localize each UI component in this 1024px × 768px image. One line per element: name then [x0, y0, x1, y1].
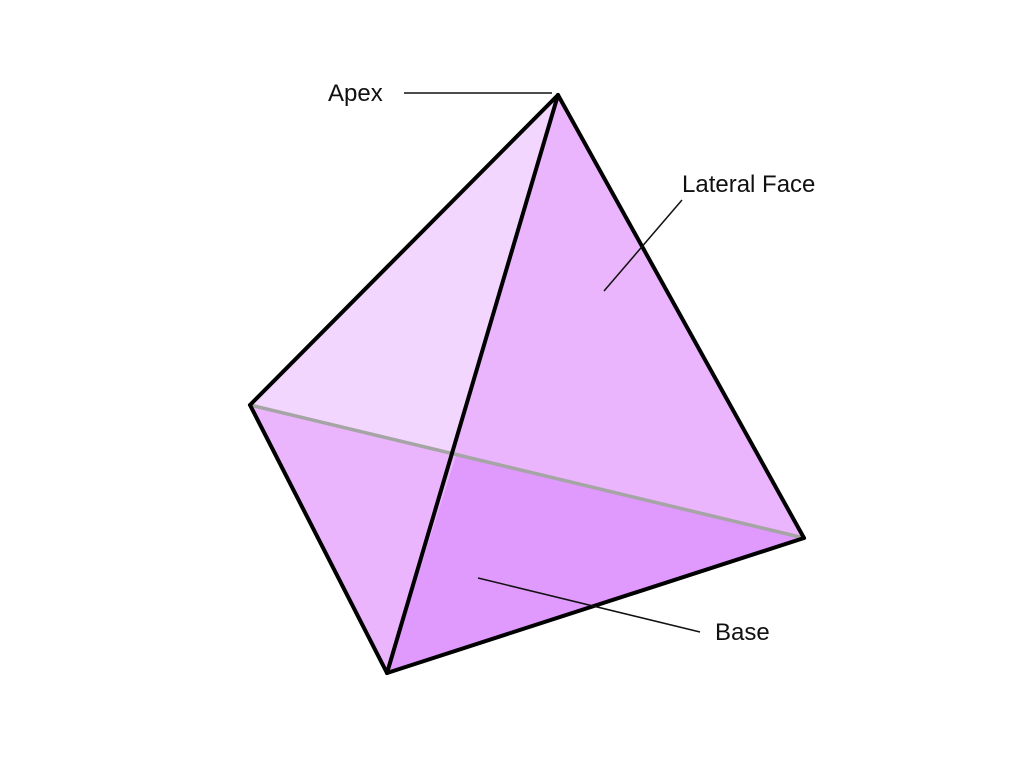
edge-apex-right [556, 93, 806, 540]
lateral-face-label: Lateral Face [682, 171, 815, 198]
edge-apex-left [248, 93, 560, 407]
edge-left-front [248, 403, 389, 675]
lateral-face-leader-line [603, 199, 683, 292]
base-face [387, 456, 804, 673]
left-lower-face [250, 405, 456, 673]
base-leader-line [477, 577, 701, 633]
hidden-edge [248, 403, 806, 540]
edge-apex-front [385, 93, 560, 675]
edge-front-right [385, 536, 806, 675]
apex-label: Apex [328, 80, 383, 107]
base-label: Base [715, 619, 770, 646]
